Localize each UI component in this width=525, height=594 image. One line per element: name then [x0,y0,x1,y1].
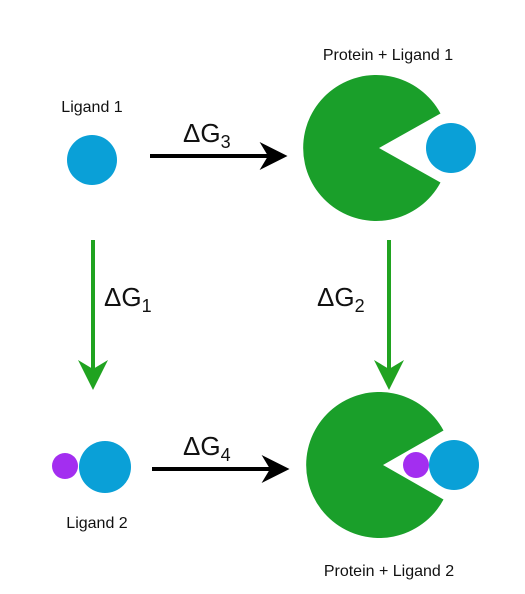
protein-bottom-shape [306,392,444,538]
delta-g1-label: ΔG1 [104,282,152,316]
protein-ligand2-label: Protein + Ligand 2 [324,563,454,580]
svg-text:ΔG3: ΔG3 [183,118,231,152]
protein-ligand2-circle [429,440,479,490]
svg-text:ΔG2: ΔG2 [317,282,365,316]
ligand1-circle [67,135,117,185]
ligand2-tag-circle [52,453,78,479]
ligand2-circle [79,441,131,493]
protein-top-shape [303,74,441,222]
ligand1-label: Ligand 1 [61,99,122,116]
delta-g3-label: ΔG3 [183,118,231,152]
delta-g2-label: ΔG2 [317,282,365,316]
protein-ligand1-circle [426,123,476,173]
protein-ligand2-tag-circle [403,452,429,478]
ligand2-label: Ligand 2 [66,515,127,532]
delta-g4-label: ΔG4 [183,431,231,465]
svg-text:ΔG4: ΔG4 [183,431,231,465]
svg-text:ΔG1: ΔG1 [104,282,152,316]
protein-ligand1-label: Protein + Ligand 1 [323,47,453,64]
